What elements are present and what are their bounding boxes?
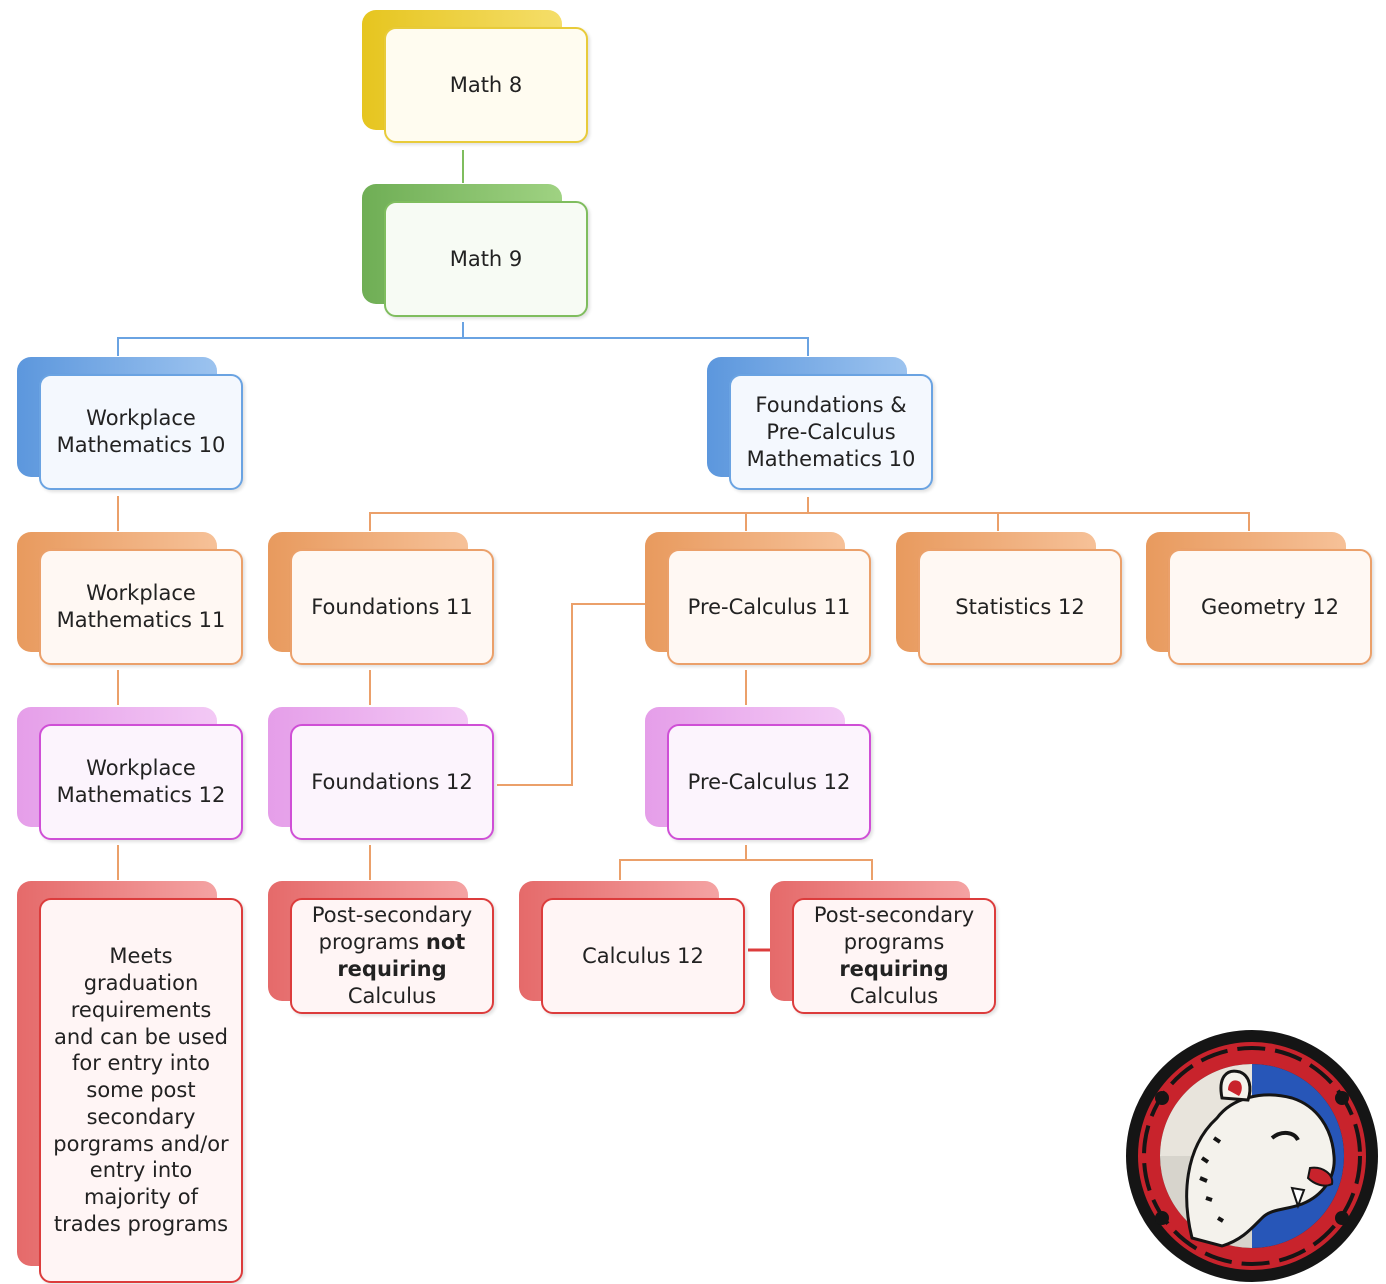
node-label: Post-secondary programs not requiring Ca… bbox=[290, 898, 494, 1014]
node-label: Meets graduation requirements and can be… bbox=[39, 898, 243, 1283]
connector-fpc10-bus bbox=[369, 497, 809, 531]
node-math-9: Math 9 bbox=[362, 184, 592, 321]
school-crest-logo bbox=[1126, 1030, 1378, 1282]
node-statistics-12: Statistics 12 bbox=[896, 532, 1126, 669]
node-label: Foundations 11 bbox=[290, 549, 494, 665]
node-label: Pre-Calculus 11 bbox=[667, 549, 871, 665]
node-math-8: Math 8 bbox=[362, 10, 592, 147]
node-workplace-math-12: Workplace Mathematics 12 bbox=[17, 707, 247, 844]
node-label: Math 8 bbox=[384, 27, 588, 143]
node-label: Statistics 12 bbox=[918, 549, 1122, 665]
ps-req-bold-requiring: requiring bbox=[839, 957, 949, 981]
node-foundations-11: Foundations 11 bbox=[268, 532, 498, 669]
node-label: Math 9 bbox=[384, 201, 588, 317]
connector-f12-precalc11 bbox=[497, 603, 646, 786]
node-foundations-precalc-10: Foundations & Pre-Calculus Mathematics 1… bbox=[707, 357, 937, 494]
node-label: Workplace Mathematics 11 bbox=[39, 549, 243, 665]
node-geometry-12: Geometry 12 bbox=[1146, 532, 1376, 669]
node-label: Geometry 12 bbox=[1168, 549, 1372, 665]
ps-not-text-e: Calculus bbox=[347, 984, 437, 1008]
ps-not-bold-not: not bbox=[425, 930, 466, 954]
node-post-secondary-requiring: Post-secondary programs requiring Calcul… bbox=[770, 881, 1000, 1018]
ps-req-text-c: Calculus bbox=[849, 984, 939, 1008]
node-label: Workplace Mathematics 10 bbox=[39, 374, 243, 490]
node-label: Pre-Calculus 12 bbox=[667, 724, 871, 840]
connector-bus-right bbox=[808, 512, 1250, 531]
node-precalc-12: Pre-Calculus 12 bbox=[645, 707, 875, 844]
node-label: Workplace Mathematics 12 bbox=[39, 724, 243, 840]
node-label: Foundations 12 bbox=[290, 724, 494, 840]
connector-math9-fpc10 bbox=[463, 337, 809, 356]
node-foundations-12: Foundations 12 bbox=[268, 707, 498, 844]
connector-math9-branches bbox=[117, 322, 464, 356]
ps-not-bold-requiring: requiring bbox=[337, 957, 447, 981]
connector-pc12-split bbox=[619, 845, 747, 880]
ps-req-text-a: Post-secondary programs bbox=[813, 903, 975, 954]
node-workplace-math-11: Workplace Mathematics 11 bbox=[17, 532, 247, 669]
node-label: Foundations & Pre-Calculus Mathematics 1… bbox=[729, 374, 933, 490]
node-workplace-math-10: Workplace Mathematics 10 bbox=[17, 357, 247, 494]
connector-pc12-split-right bbox=[746, 859, 873, 880]
node-label: Post-secondary programs requiring Calcul… bbox=[792, 898, 996, 1014]
node-label: Calculus 12 bbox=[541, 898, 745, 1014]
node-precalc-11: Pre-Calculus 11 bbox=[645, 532, 875, 669]
node-calculus-12: Calculus 12 bbox=[519, 881, 749, 1018]
ps-not-text-a: Post-secondary programs bbox=[311, 903, 473, 954]
node-workplace-outcome: Meets graduation requirements and can be… bbox=[17, 881, 247, 1283]
node-post-secondary-not-requiring: Post-secondary programs not requiring Ca… bbox=[268, 881, 498, 1018]
